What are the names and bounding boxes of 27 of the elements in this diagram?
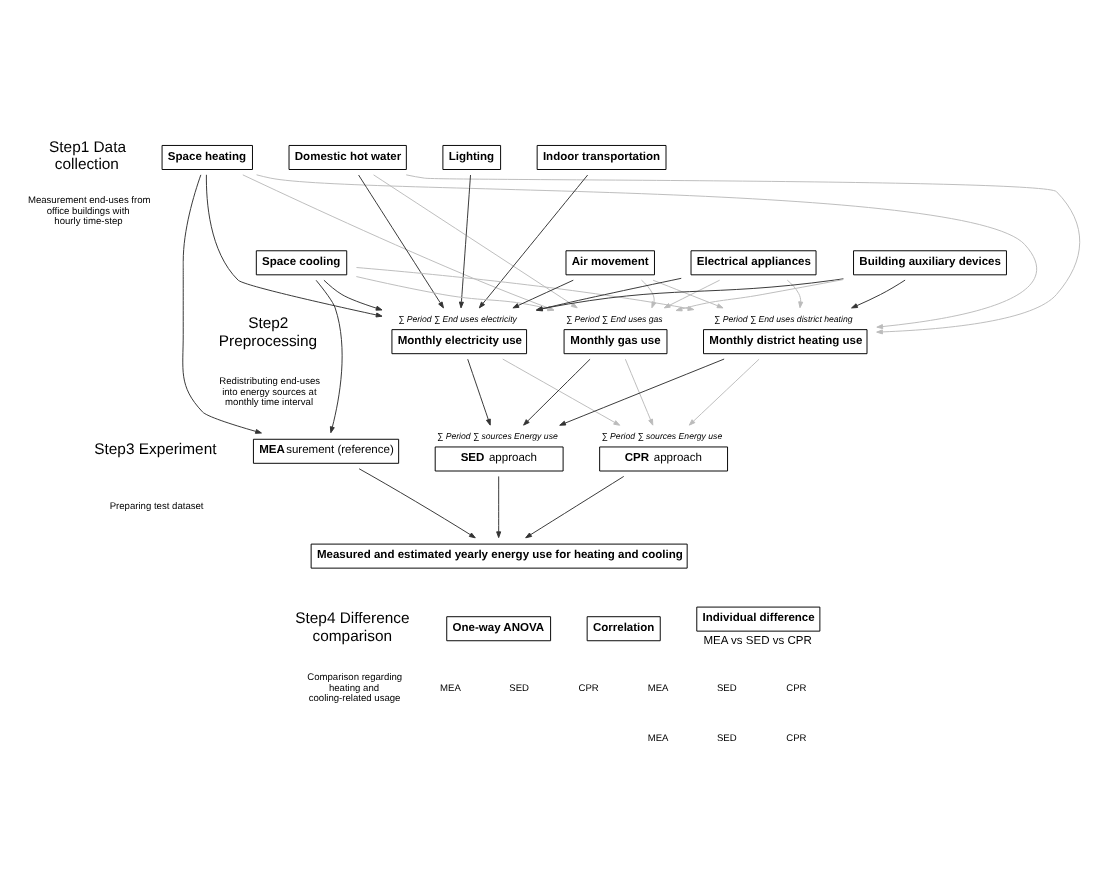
arrow [688,358,760,426]
label: Step3 Experiment [94,440,217,459]
arrow [467,358,491,426]
arrow [851,279,906,309]
arrow [786,279,804,309]
arrow [523,358,591,426]
arrow [458,174,471,309]
arrow [205,174,383,318]
arrow [358,174,444,309]
label: Step1 Data collection [49,138,127,174]
arrow [559,358,725,426]
label: Step2 Preprocessing [218,314,318,350]
arrow [323,279,383,311]
arrow [663,279,721,309]
arrow [641,279,657,309]
label: Step4 Difference comparison [295,609,410,645]
arrow [525,475,625,539]
arrow [358,468,476,539]
arrow [652,279,724,309]
arrow [502,358,621,426]
arrow [182,174,262,434]
arrow [624,358,654,426]
arrow [496,475,502,539]
arrow [675,279,844,312]
arrow [315,279,343,434]
arrow [256,174,1038,330]
arrow [405,174,1081,335]
